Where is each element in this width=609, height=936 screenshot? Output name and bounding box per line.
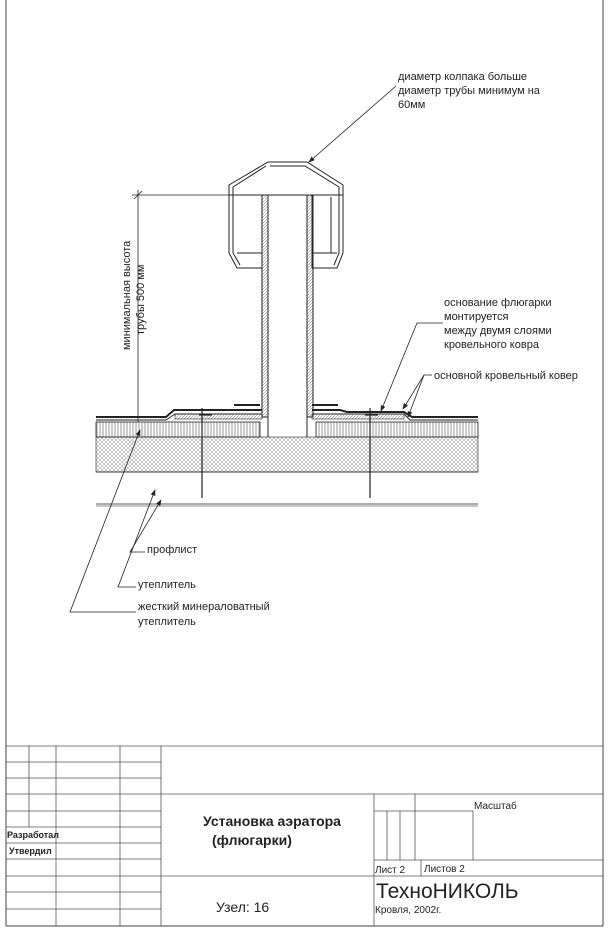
height-dimension: [132, 190, 232, 422]
svg-text:трубы 500 мм: трубы 500 мм: [135, 265, 147, 335]
aerator-pipe: [261, 194, 314, 437]
sheet-count: Листов 2: [424, 864, 465, 875]
rigid-insulation-note: жесткий минераловатный: [138, 601, 270, 613]
profile-note: профлист: [147, 544, 197, 556]
approved-label: Утвердил: [9, 846, 52, 856]
leader-lines: [69, 85, 443, 613]
carpet-note: основной кровельный ковер: [434, 370, 578, 382]
svg-text:монтируется: монтируется: [444, 311, 508, 323]
title-block-grid: [6, 745, 603, 926]
aerator-cap: [228, 161, 344, 269]
svg-text:минимальная высота: минимальная высота: [121, 240, 133, 350]
svg-text:между двумя слоями: между двумя слоями: [444, 325, 552, 337]
sheet-frame: [5, 0, 604, 927]
svg-text:основание флюгарки: основание флюгарки: [444, 297, 551, 309]
company-subtitle: Кровля, 2002г.: [375, 905, 441, 916]
roof-layers: [95, 404, 479, 507]
rigid-insulation-note-2: утеплитель: [138, 616, 196, 628]
insulation-note: утеплитель: [138, 579, 196, 591]
height-dim-label: минимальная высота трубы 500 мм: [121, 240, 147, 350]
base-note: основание флюгарки монтируется между дву…: [444, 297, 552, 351]
scale-label: Масштаб: [474, 800, 517, 812]
sheet-number: Лист 2: [375, 865, 406, 876]
company-name: ТехноНИКОЛЬ: [376, 880, 519, 903]
svg-text:диаметр трубы минимум на: диаметр трубы минимум на: [398, 85, 541, 97]
svg-text:60мм: 60мм: [398, 99, 425, 111]
drawing-title-2: (флюгарки): [212, 832, 292, 848]
fasteners: [199, 408, 378, 498]
svg-text:кровельного ковра: кровельного ковра: [444, 339, 540, 351]
node-number: Узел: 16: [216, 899, 269, 915]
drawing-title: Установка аэратора: [203, 813, 341, 829]
developed-label: Разработал: [7, 830, 59, 840]
svg-text:диаметр колпака больше: диаметр колпака больше: [398, 71, 527, 83]
cap-note: диаметр колпака больше диаметр трубы мин…: [398, 71, 541, 111]
